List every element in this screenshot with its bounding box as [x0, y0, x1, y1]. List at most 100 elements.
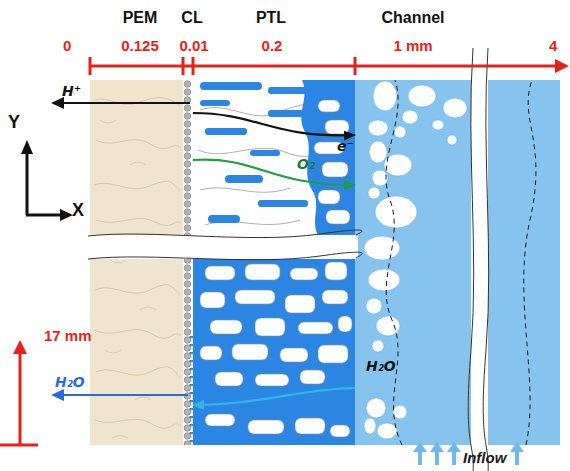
axis-label: X — [72, 200, 84, 221]
porous-layer — [235, 290, 275, 304]
axis-arrows — [26, 214, 62, 217]
region-heading: PEM — [123, 9, 158, 27]
flow-channel — [375, 196, 417, 228]
axis-label: Y — [8, 112, 20, 133]
catalyst-layer — [183, 330, 193, 445]
inflow-arrow — [510, 442, 524, 465]
dimension-ruler — [90, 65, 557, 68]
height-dimension — [13, 340, 27, 354]
break-mark — [86, 48, 489, 471]
porous-layer — [330, 425, 350, 437]
axis-arrows — [21, 140, 73, 221]
porous-layer — [326, 210, 350, 224]
porous-layer — [200, 100, 352, 437]
flow-channel — [355, 80, 560, 445]
transport-arrow — [51, 389, 64, 401]
species-label: H⁺ — [62, 83, 81, 99]
porous-layer — [193, 80, 355, 445]
dimension-ruler — [192, 57, 195, 75]
inflow-arrow — [430, 442, 444, 465]
porous-layer — [338, 316, 352, 332]
region-heading: CL — [181, 9, 202, 27]
porous-layer — [193, 80, 355, 445]
flow-channel — [524, 80, 536, 445]
dimension-value: 0 — [63, 37, 71, 54]
dimension-ruler — [90, 57, 569, 75]
transport-arrow — [51, 97, 190, 401]
porous-layer — [200, 100, 230, 106]
dimension-ruler — [354, 57, 357, 75]
band-region: PEM — [90, 80, 183, 445]
flow-channel — [368, 269, 400, 291]
porous-layer — [280, 348, 308, 362]
porous-layer — [200, 346, 222, 360]
transport-arrow — [62, 394, 188, 396]
dimension-ruler — [89, 57, 92, 75]
axis-arrows — [60, 209, 73, 221]
porous-layer — [215, 372, 243, 386]
band-region: PTL — [193, 80, 355, 445]
transport-arrow — [62, 102, 190, 104]
porous-layer — [200, 292, 225, 308]
species-label: e⁻ — [337, 138, 354, 154]
porous-layer — [322, 290, 348, 304]
dimension-value: 1 mm — [393, 37, 432, 54]
porous-layer — [205, 414, 235, 426]
break-mark — [483, 48, 488, 471]
axis-arrows — [21, 140, 33, 154]
flow-note: Inflow — [463, 449, 506, 466]
flow-channel — [408, 85, 436, 107]
flow-channel — [377, 423, 397, 439]
flow-channel — [443, 98, 467, 118]
dimension-value: 0.125 — [121, 37, 159, 54]
region-heading: PTL — [256, 9, 286, 27]
flow-channel — [368, 187, 380, 199]
membrane-band — [90, 80, 183, 445]
dimension-value: 17 mm — [44, 327, 92, 344]
inflow-arrow — [413, 442, 524, 465]
flux-arrow — [193, 160, 355, 185]
inflow-arrow — [447, 442, 461, 465]
flow-channel — [372, 340, 384, 352]
break-mark — [88, 252, 362, 260]
porous-layer — [255, 318, 285, 336]
flow-channel — [394, 126, 406, 138]
porous-layer — [298, 322, 333, 334]
dimension-value: 4 — [549, 37, 557, 54]
porous-layer — [325, 120, 349, 134]
porous-layer — [210, 320, 242, 334]
flow-channel — [355, 80, 560, 445]
axis-arrows — [26, 152, 29, 215]
porous-layer — [325, 262, 347, 280]
species-label: H₂O — [366, 358, 396, 374]
flow-channel — [393, 405, 407, 419]
flow-channel — [447, 135, 457, 145]
dimension-value: 0.2 — [262, 37, 283, 54]
catalyst-layer — [183, 80, 193, 330]
flow-channel — [364, 236, 400, 260]
porous-layer — [318, 345, 348, 363]
membrane-band — [90, 80, 183, 445]
porous-layer — [225, 175, 263, 183]
break-mark — [86, 235, 358, 259]
porous-layer — [205, 266, 235, 280]
flow-channel — [366, 398, 386, 418]
porous-layer — [245, 264, 280, 280]
height-dimension — [0, 340, 38, 445]
porous-layer — [318, 190, 340, 204]
porous-layer — [318, 100, 340, 112]
flow-channel — [402, 110, 418, 124]
break-mark — [468, 48, 473, 471]
flow-channel — [373, 81, 397, 111]
porous-layer — [268, 110, 304, 117]
catalyst-layer — [183, 80, 193, 445]
flow-channel — [386, 80, 402, 445]
porous-layer — [205, 128, 247, 135]
porous-layer — [248, 420, 284, 434]
porous-layer — [208, 215, 240, 223]
band-region: Channel — [355, 80, 560, 445]
flow-channel — [366, 298, 382, 314]
flow-channel — [369, 141, 387, 163]
